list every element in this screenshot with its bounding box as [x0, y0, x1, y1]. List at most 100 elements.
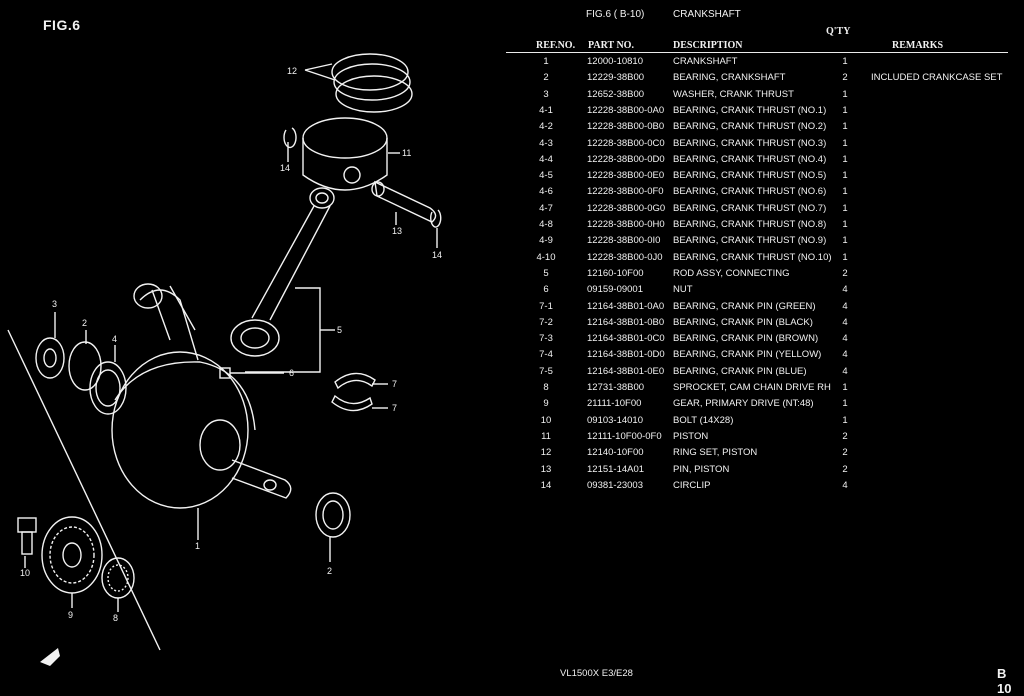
cell-description: CRANKSHAFT [673, 56, 738, 67]
cell-part-no: 12164-38B01-0A0 [587, 300, 665, 312]
cell-ref-no: 1 [543, 56, 549, 67]
cell-ref-no: 4-10 [536, 251, 556, 263]
cell-quantity: 2 [842, 72, 848, 84]
cell-quantity: 4 [842, 479, 848, 491]
cell-quantity: 1 [842, 56, 848, 67]
svg-text:11: 11 [402, 148, 411, 158]
cell-quantity: 1 [842, 398, 848, 410]
cell-quantity: 2 [842, 463, 848, 475]
circlip-upper [283, 127, 297, 149]
figure-label: FIG.6 [43, 17, 81, 33]
cell-part-no: 12164-38B01-0D0 [587, 349, 665, 361]
svg-text:6: 6 [289, 368, 294, 378]
crankshaft [111, 283, 292, 540]
cell-description: ROD ASSY, CONNECTING [673, 267, 790, 279]
piston [302, 117, 400, 191]
cell-description: PIN, PISTON [673, 463, 730, 475]
cell-quantity: 1 [842, 88, 848, 100]
svg-text:2: 2 [82, 318, 87, 328]
cell-part-no: 12111-10F00-0F0 [587, 430, 662, 442]
cell-description: BEARING, CRANK THRUST (NO.5) [673, 170, 827, 182]
figure-reference: FIG.6 ( B-10) [586, 9, 645, 20]
cell-ref-no: 4-1 [539, 104, 553, 116]
cell-ref-no: 4-7 [539, 202, 553, 214]
cell-description: BEARING, CRANK THRUST (NO.3) [673, 137, 827, 149]
circlip-lower [430, 209, 442, 228]
cell-ref-no: 4-5 [539, 170, 553, 182]
table-row: 5 12160-10F00 ROD ASSY, CONNECTING 2 [0, 268, 1024, 284]
svg-text:7: 7 [392, 379, 397, 389]
svg-text:7: 7 [392, 403, 397, 413]
cell-quantity: 1 [842, 186, 848, 198]
cell-description: BEARING, CRANK THRUST (NO.4) [673, 153, 827, 165]
cell-part-no: 12164-38B01-0C0 [587, 333, 665, 345]
cell-part-no: 12164-38B01-0B0 [587, 316, 665, 328]
cell-ref-no: 4-9 [539, 235, 553, 247]
cell-ref-no: 5 [543, 267, 549, 279]
cell-part-no: 12140-10F00 [587, 447, 644, 459]
cell-quantity: 4 [842, 349, 848, 361]
cell-ref-no: 13 [540, 463, 552, 475]
cell-ref-no: 8 [543, 382, 549, 393]
cell-part-no: 12228-38B00-0E0 [587, 170, 665, 182]
column-header-ref: REF.NO. [536, 40, 576, 51]
cell-part-no: 12228-38B00-0H0 [587, 219, 665, 230]
cell-ref-no: 3 [543, 88, 549, 100]
cell-ref-no: 4-4 [539, 153, 553, 165]
thrust-washer [35, 312, 65, 379]
cell-part-no: 12228-38B00-0D0 [587, 153, 665, 165]
cell-description: BEARING, CRANK PIN (BLACK) [673, 316, 813, 328]
cell-quantity: 1 [842, 382, 848, 393]
cell-description: BEARING, CRANK THRUST (NO.1) [673, 104, 827, 116]
cell-quantity: 1 [842, 202, 848, 214]
cell-description: BEARING, CRANK PIN (GREEN) [673, 300, 816, 312]
cell-quantity: 4 [842, 316, 848, 328]
cell-ref-no: 7-3 [539, 333, 553, 345]
cell-quantity: 1 [842, 104, 848, 116]
cell-ref-no: 14 [540, 479, 552, 491]
cell-quantity: 1 [842, 219, 848, 230]
cell-part-no: 12228-38B00-0C0 [587, 137, 665, 149]
cell-description: BEARING, CRANK PIN (YELLOW) [673, 349, 822, 361]
cell-ref-no: 7-2 [539, 316, 553, 328]
crankshaft-bearing-right [315, 492, 351, 562]
cell-description: SPROCKET, CAM CHAIN DRIVE RH [673, 382, 831, 393]
svg-text:1: 1 [195, 541, 200, 551]
cell-ref-no: 9 [543, 398, 549, 410]
cell-quantity: 2 [842, 430, 848, 442]
cell-description: WASHER, CRANK THRUST [673, 88, 794, 100]
cell-ref-no: 10 [540, 414, 552, 426]
page-number: B 10 [997, 666, 1012, 696]
cell-quantity: 4 [842, 333, 848, 345]
piston-ring-set [304, 53, 413, 113]
cell-description: BEARING, CRANK THRUST (NO.7) [673, 202, 827, 214]
cell-part-no: 12000-10810 [587, 56, 643, 67]
cell-description: NUT [673, 284, 693, 296]
svg-text:3: 3 [52, 299, 57, 309]
connecting-rod [230, 187, 335, 373]
svg-text:5: 5 [337, 325, 342, 335]
cell-ref-no: 2 [543, 72, 549, 84]
cell-quantity: 2 [842, 267, 848, 279]
cell-description: BOLT (14X28) [673, 414, 734, 426]
svg-text:14: 14 [280, 163, 290, 173]
cell-ref-no: 11 [541, 430, 551, 442]
cam-chain-sprocket [101, 557, 135, 612]
cell-part-no: 12160-10F00 [587, 267, 644, 279]
cell-description: BEARING, CRANK PIN (BROWN) [673, 333, 819, 345]
cell-quantity: 1 [842, 153, 848, 165]
cell-quantity: 4 [842, 284, 848, 296]
cell-ref-no: 6 [543, 284, 549, 296]
cell-description: CIRCLIP [673, 479, 711, 491]
cell-description: BEARING, CRANK THRUST (NO.6) [673, 186, 827, 198]
